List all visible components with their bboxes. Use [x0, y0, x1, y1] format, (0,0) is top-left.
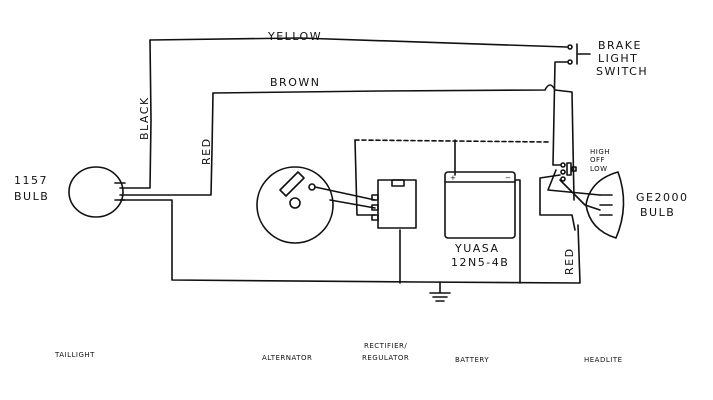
brake-to-switch-wire [552, 61, 568, 166]
yellow-wire-label: YELLOW [267, 30, 322, 43]
battery-icon: + − [444, 171, 516, 239]
connector-wires [354, 139, 521, 293]
battery-label-1: YUASA [454, 242, 500, 255]
dashed-connector [354, 139, 551, 143]
taillight-bulb-label-2: BULB [14, 190, 49, 203]
rectifier-regulator-icon [371, 179, 417, 229]
headlight-bulb-icon [585, 171, 625, 239]
ground-icon [429, 292, 451, 302]
svg-text:−: − [505, 174, 511, 182]
headlight-switch-icon [560, 162, 577, 182]
brake-switch-label-2: LIGHT [598, 52, 638, 65]
brake-light-switch [567, 43, 591, 65]
battery-label-2: 12N5-4B [451, 256, 509, 269]
brake-switch-label-1: BRAKE [598, 39, 642, 52]
taillight-bulb-label-1: 1157 [14, 174, 48, 187]
headlight-bulb-label-1: GE2000 [636, 191, 688, 204]
black-wire [119, 39, 152, 189]
red-wire-taillight [119, 92, 214, 196]
brown-wire-label: BROWN [270, 76, 320, 89]
ground-wire [119, 199, 581, 284]
black-wire-label: BLACK [138, 96, 151, 140]
caption-rectifier-2: REGULATOR [362, 354, 409, 362]
headlight-wires [539, 169, 601, 231]
red-wire-label-headlight: RED [563, 247, 576, 275]
headlight-switch-label-2: OFF [590, 156, 605, 164]
yellow-wire [149, 37, 568, 48]
headlight-switch-label-3: LOW [590, 165, 608, 173]
alternator-icon [256, 166, 376, 244]
headlight-switch-label-1: HIGH [590, 148, 610, 156]
taillight-bulb-icon [68, 166, 126, 218]
brake-switch-label-3: SWITCH [596, 65, 648, 78]
svg-text:+: + [450, 174, 456, 182]
caption-rectifier-1: RECTIFIER/ [364, 342, 407, 350]
caption-alternator: ALTERNATOR [262, 354, 312, 362]
red-wire-label-taillight: RED [200, 137, 213, 165]
headlight-bulb-label-2: BULB [640, 206, 675, 219]
caption-battery: BATTERY [455, 356, 489, 364]
caption-headlite: HEADLITE [584, 356, 623, 364]
caption-taillight: TAILLIGHT [54, 351, 95, 359]
